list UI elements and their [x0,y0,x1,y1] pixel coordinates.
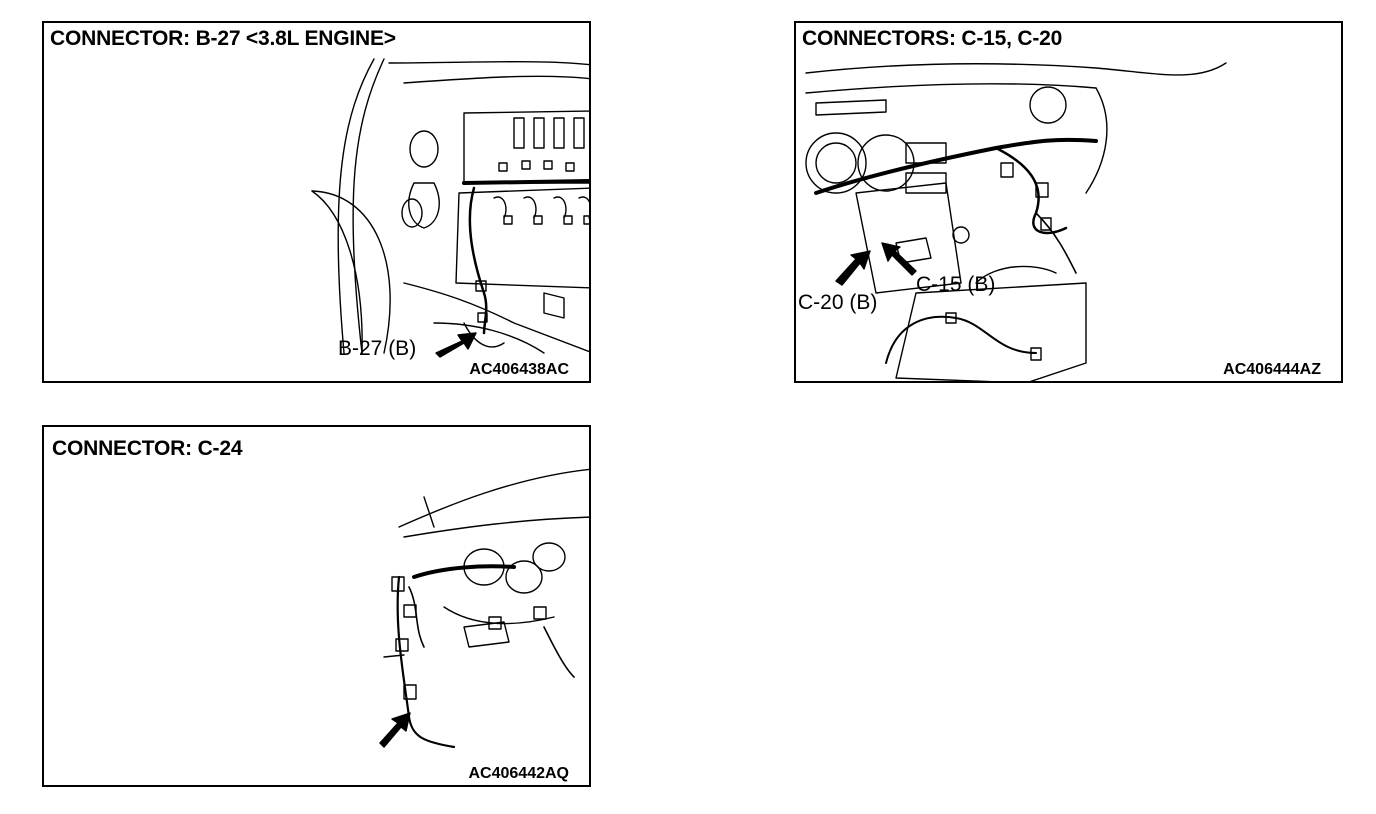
connectors-c15-c20-panel: CONNECTORS: C-15, C-20 C-15 (B) C-20 (B)… [794,21,1343,383]
arrow-icon [835,250,871,286]
engine-bay-illustration [311,58,589,358]
connector-c24-panel: CONNECTOR: C-24 AC406442AQ [42,425,591,787]
arrow-icon [379,712,411,748]
arrow-icon [435,332,477,358]
arrow-icon [881,242,917,276]
connector-b27-panel: CONNECTOR: B-27 <3.8L ENGINE> B-27 (B) A… [42,21,591,383]
callout-b27: B-27 (B) [338,337,417,360]
callout-c15: C-15 (B) [916,273,996,296]
harness-illustration [379,468,589,749]
panel-title: CONNECTOR: B-27 <3.8L ENGINE> [50,27,396,50]
panel-title: CONNECTOR: C-24 [52,437,243,460]
callout-c20: C-20 (B) [798,291,878,314]
figure-code: AC406438AC [469,361,569,378]
figure-code: AC406442AQ [468,765,570,782]
dashboard-illustration [805,62,1227,381]
panel-title: CONNECTORS: C-15, C-20 [802,27,1063,50]
figure-code: AC406444AZ [1223,361,1321,378]
